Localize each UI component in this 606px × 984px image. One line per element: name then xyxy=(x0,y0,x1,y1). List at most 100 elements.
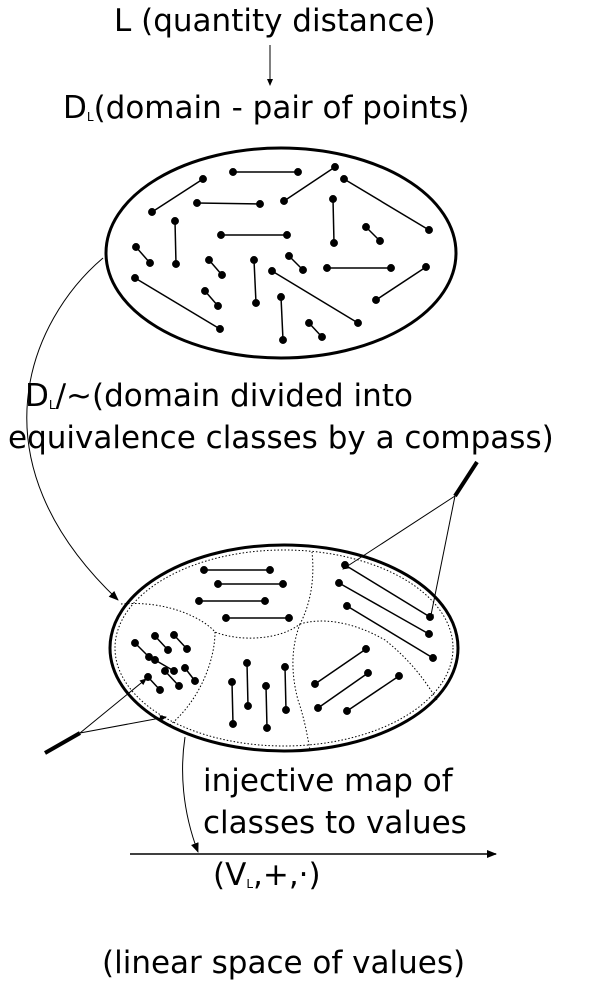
point xyxy=(156,686,164,694)
point xyxy=(217,231,225,239)
point xyxy=(172,260,180,268)
point xyxy=(282,706,290,714)
values-subscript: L xyxy=(246,877,253,891)
point-pair-segment xyxy=(151,178,204,213)
point xyxy=(330,239,338,247)
point xyxy=(340,175,348,183)
point xyxy=(205,256,213,264)
point xyxy=(131,639,139,647)
point-pair-segment xyxy=(346,605,434,659)
point-pair-segment xyxy=(343,178,430,231)
point-pair-segment xyxy=(344,564,431,618)
point xyxy=(395,672,403,680)
point xyxy=(266,566,274,574)
point xyxy=(323,264,331,272)
point xyxy=(222,614,230,622)
point xyxy=(161,667,169,675)
class-boundaries xyxy=(120,551,438,751)
domain-label: DL(domain - pair of points) xyxy=(63,93,470,124)
point-pair-segment xyxy=(246,662,249,707)
point xyxy=(228,678,236,686)
point xyxy=(151,656,159,664)
point xyxy=(314,704,322,712)
point xyxy=(285,614,293,622)
domain-segments xyxy=(131,163,433,344)
linear-space-label: (linear space of values) xyxy=(102,945,466,981)
point xyxy=(429,654,437,662)
quotient-description: /∼(domain divided into xyxy=(55,378,413,414)
point xyxy=(193,199,201,207)
point xyxy=(335,579,343,587)
point xyxy=(425,630,433,638)
point xyxy=(280,197,288,205)
point xyxy=(285,252,293,260)
point xyxy=(262,682,270,690)
point xyxy=(244,702,252,710)
point xyxy=(175,682,183,690)
compass-left xyxy=(44,678,167,755)
point-pair-segment xyxy=(271,270,359,324)
point xyxy=(362,645,370,653)
point xyxy=(170,631,178,639)
point-pair-segment xyxy=(317,672,369,709)
point xyxy=(283,231,291,239)
values-label: (VL,+,·) xyxy=(213,860,321,891)
point xyxy=(261,597,269,605)
point-pair-segment xyxy=(265,685,268,729)
point xyxy=(294,168,302,176)
quotient-subscript: L xyxy=(48,398,56,412)
point xyxy=(281,663,289,671)
domain-description: (domain - pair of points) xyxy=(93,90,470,126)
point-pair-segment xyxy=(196,202,261,205)
point-pair-segment xyxy=(338,582,430,635)
classes-ellipse xyxy=(108,543,460,753)
point xyxy=(268,267,276,275)
point-pair-segment xyxy=(346,675,400,712)
point-pair-segment xyxy=(174,220,177,265)
point-pair-segment xyxy=(231,681,234,725)
point-pair-segment xyxy=(314,648,367,685)
point xyxy=(131,274,139,282)
point xyxy=(387,264,395,272)
point-pair-segment xyxy=(332,198,335,244)
point xyxy=(263,724,271,732)
point xyxy=(329,195,337,203)
point xyxy=(277,293,285,301)
point xyxy=(252,299,260,307)
domain-subscript: L xyxy=(86,110,94,124)
map-label-line2: classes to values xyxy=(203,805,467,841)
point xyxy=(171,217,179,225)
point xyxy=(229,168,237,176)
quantity-label: L (quantity distance) xyxy=(114,3,436,39)
point xyxy=(146,259,154,267)
point xyxy=(181,664,189,672)
point xyxy=(214,580,222,588)
domain-symbol: D xyxy=(63,90,87,126)
point-pair-segment xyxy=(284,666,287,711)
point xyxy=(256,200,264,208)
quotient-arrow xyxy=(26,257,119,601)
point xyxy=(199,175,207,183)
point xyxy=(151,632,159,640)
point-pair-segment xyxy=(134,277,221,330)
point xyxy=(132,243,140,251)
point-pair-segment xyxy=(280,296,284,341)
point xyxy=(250,256,258,264)
point xyxy=(364,669,372,677)
point xyxy=(170,667,178,675)
point xyxy=(243,659,251,667)
values-open: (V xyxy=(213,857,247,893)
compass-right xyxy=(342,460,479,621)
point xyxy=(218,271,226,279)
point xyxy=(200,566,208,574)
point xyxy=(183,645,191,653)
point xyxy=(164,646,172,654)
point xyxy=(305,319,313,327)
point xyxy=(311,680,319,688)
point xyxy=(318,333,326,341)
point xyxy=(299,266,307,274)
point xyxy=(422,263,430,271)
point xyxy=(343,707,351,715)
point-pair-segment xyxy=(283,166,336,202)
